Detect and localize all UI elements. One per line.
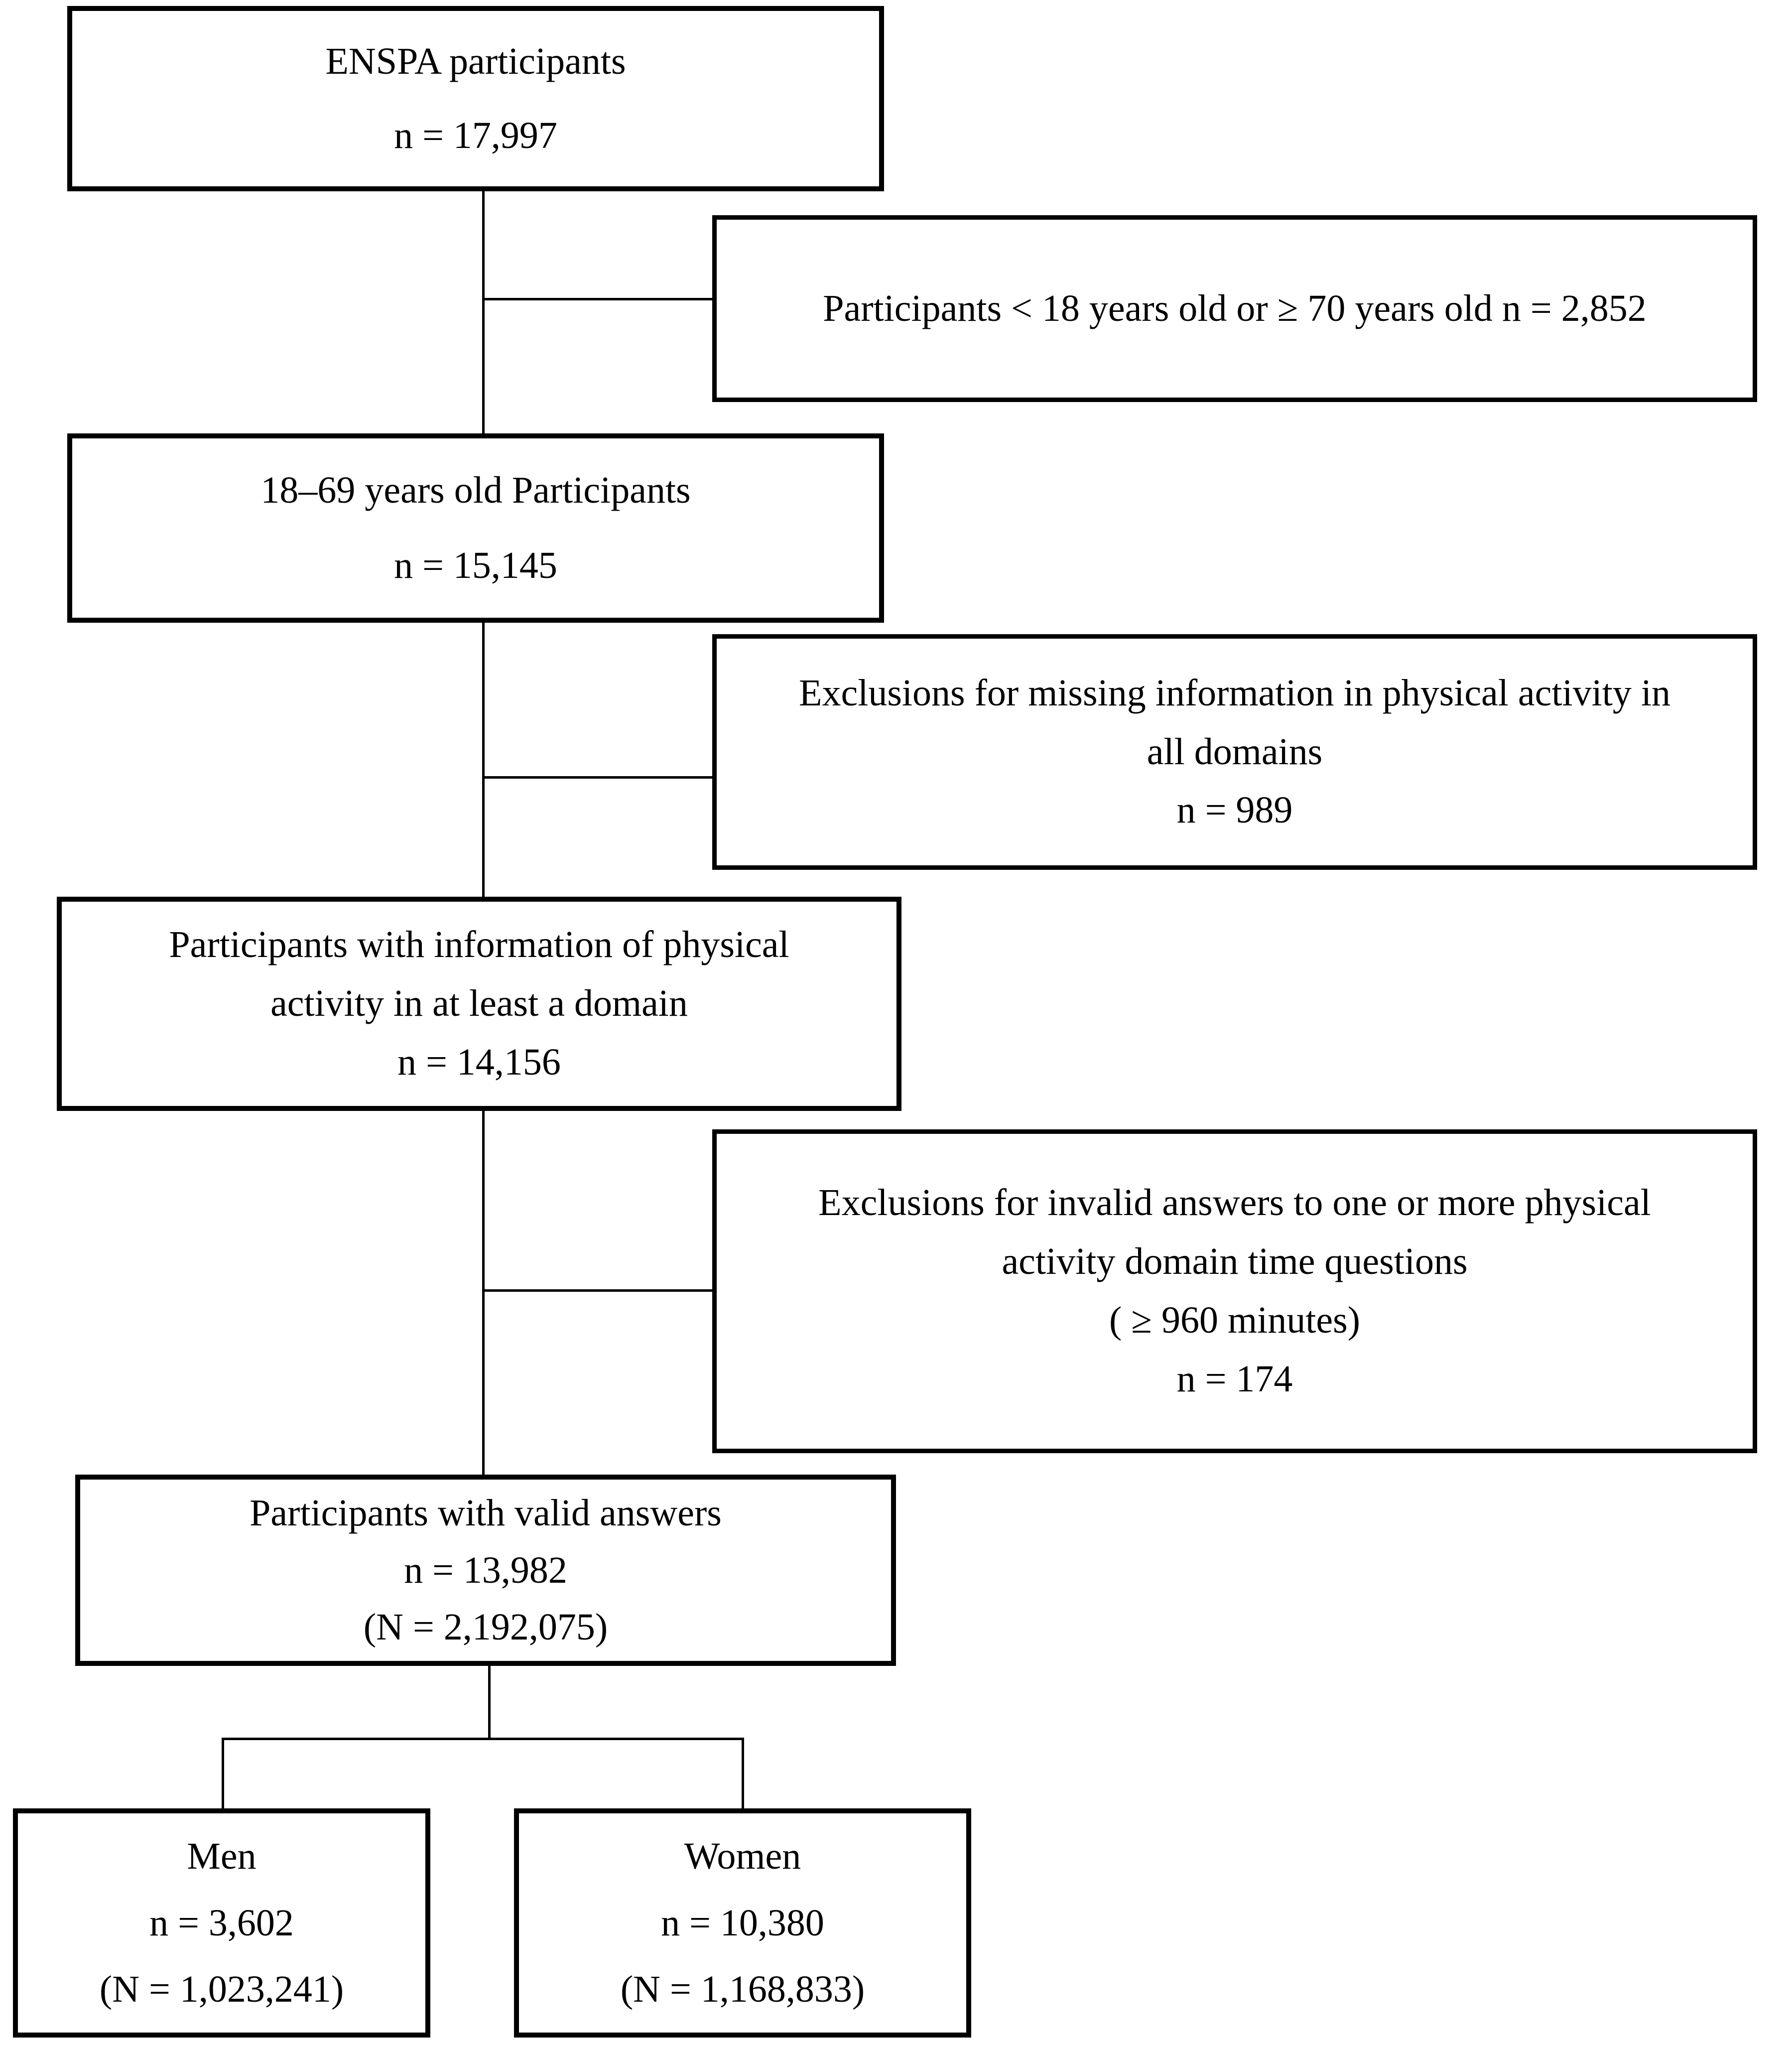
node-count: n = 174 bbox=[1176, 1358, 1293, 1400]
box-women: Women n = 10,380 (N = 1,168,833) bbox=[514, 1808, 971, 2038]
connector-branch-invalid-exclusion bbox=[482, 1289, 712, 1292]
node-title-line-2: all domains bbox=[1147, 730, 1323, 773]
node-weighted-count: (N = 2,192,075) bbox=[363, 1606, 608, 1648]
connector-split-horizontal bbox=[222, 1738, 744, 1740]
node-title: Participants with valid answers bbox=[250, 1492, 722, 1534]
node-title-line-2: activity in at least a domain bbox=[270, 982, 688, 1025]
box-domain-info-participants: Participants with information of physica… bbox=[57, 897, 901, 1111]
node-count: n = 3,602 bbox=[149, 1902, 294, 1944]
connector-age-range-to-domain-info bbox=[482, 623, 485, 897]
node-title: Women bbox=[684, 1835, 801, 1877]
box-valid-answers: Participants with valid answers n = 13,9… bbox=[75, 1475, 896, 1666]
box-enspa-participants: ENSPA participants n = 17,997 bbox=[67, 6, 884, 191]
box-men: Men n = 3,602 (N = 1,023,241) bbox=[13, 1808, 430, 2038]
node-count: n = 989 bbox=[1176, 789, 1293, 831]
node-weighted-count: (N = 1,168,833) bbox=[620, 1968, 865, 2011]
node-count: n = 15,145 bbox=[394, 545, 557, 587]
node-title: Participants < 18 years old or ≥ 70 year… bbox=[823, 287, 1647, 329]
node-title: Men bbox=[187, 1835, 256, 1877]
connector-branch-age-exclusion bbox=[482, 298, 712, 300]
node-count: n = 17,997 bbox=[394, 115, 557, 156]
box-age-exclusion: Participants < 18 years old or ≥ 70 year… bbox=[712, 215, 1757, 402]
node-title-line-2: activity domain time questions bbox=[1002, 1240, 1468, 1283]
node-title: ENSPA participants bbox=[325, 40, 626, 82]
node-title-line-1: Exclusions for missing information in ph… bbox=[799, 672, 1670, 714]
box-18-69-participants: 18–69 years old Participants n = 15,145 bbox=[67, 433, 884, 623]
node-count: n = 14,156 bbox=[397, 1041, 561, 1083]
connector-branch-missing-exclusion bbox=[482, 776, 712, 779]
node-title: 18–69 years old Participants bbox=[260, 469, 691, 511]
connector-valid-to-split bbox=[488, 1666, 491, 1739]
connector-split-to-men bbox=[222, 1738, 224, 1808]
node-weighted-count: (N = 1,023,241) bbox=[99, 1968, 344, 2011]
connector-domain-info-to-valid bbox=[482, 1111, 485, 1475]
box-invalid-answers-exclusion: Exclusions for invalid answers to one or… bbox=[712, 1129, 1757, 1453]
node-title-line-1: Exclusions for invalid answers to one or… bbox=[818, 1182, 1651, 1224]
node-threshold: ( ≥ 960 minutes) bbox=[1109, 1299, 1360, 1341]
node-title-line-1: Participants with information of physica… bbox=[169, 924, 789, 966]
connector-split-to-women bbox=[742, 1738, 744, 1808]
node-count: n = 10,380 bbox=[661, 1902, 824, 1944]
node-count: n = 13,982 bbox=[404, 1549, 567, 1591]
connector-enspa-to-age-range bbox=[482, 191, 485, 433]
box-missing-info-exclusion: Exclusions for missing information in ph… bbox=[712, 634, 1757, 870]
